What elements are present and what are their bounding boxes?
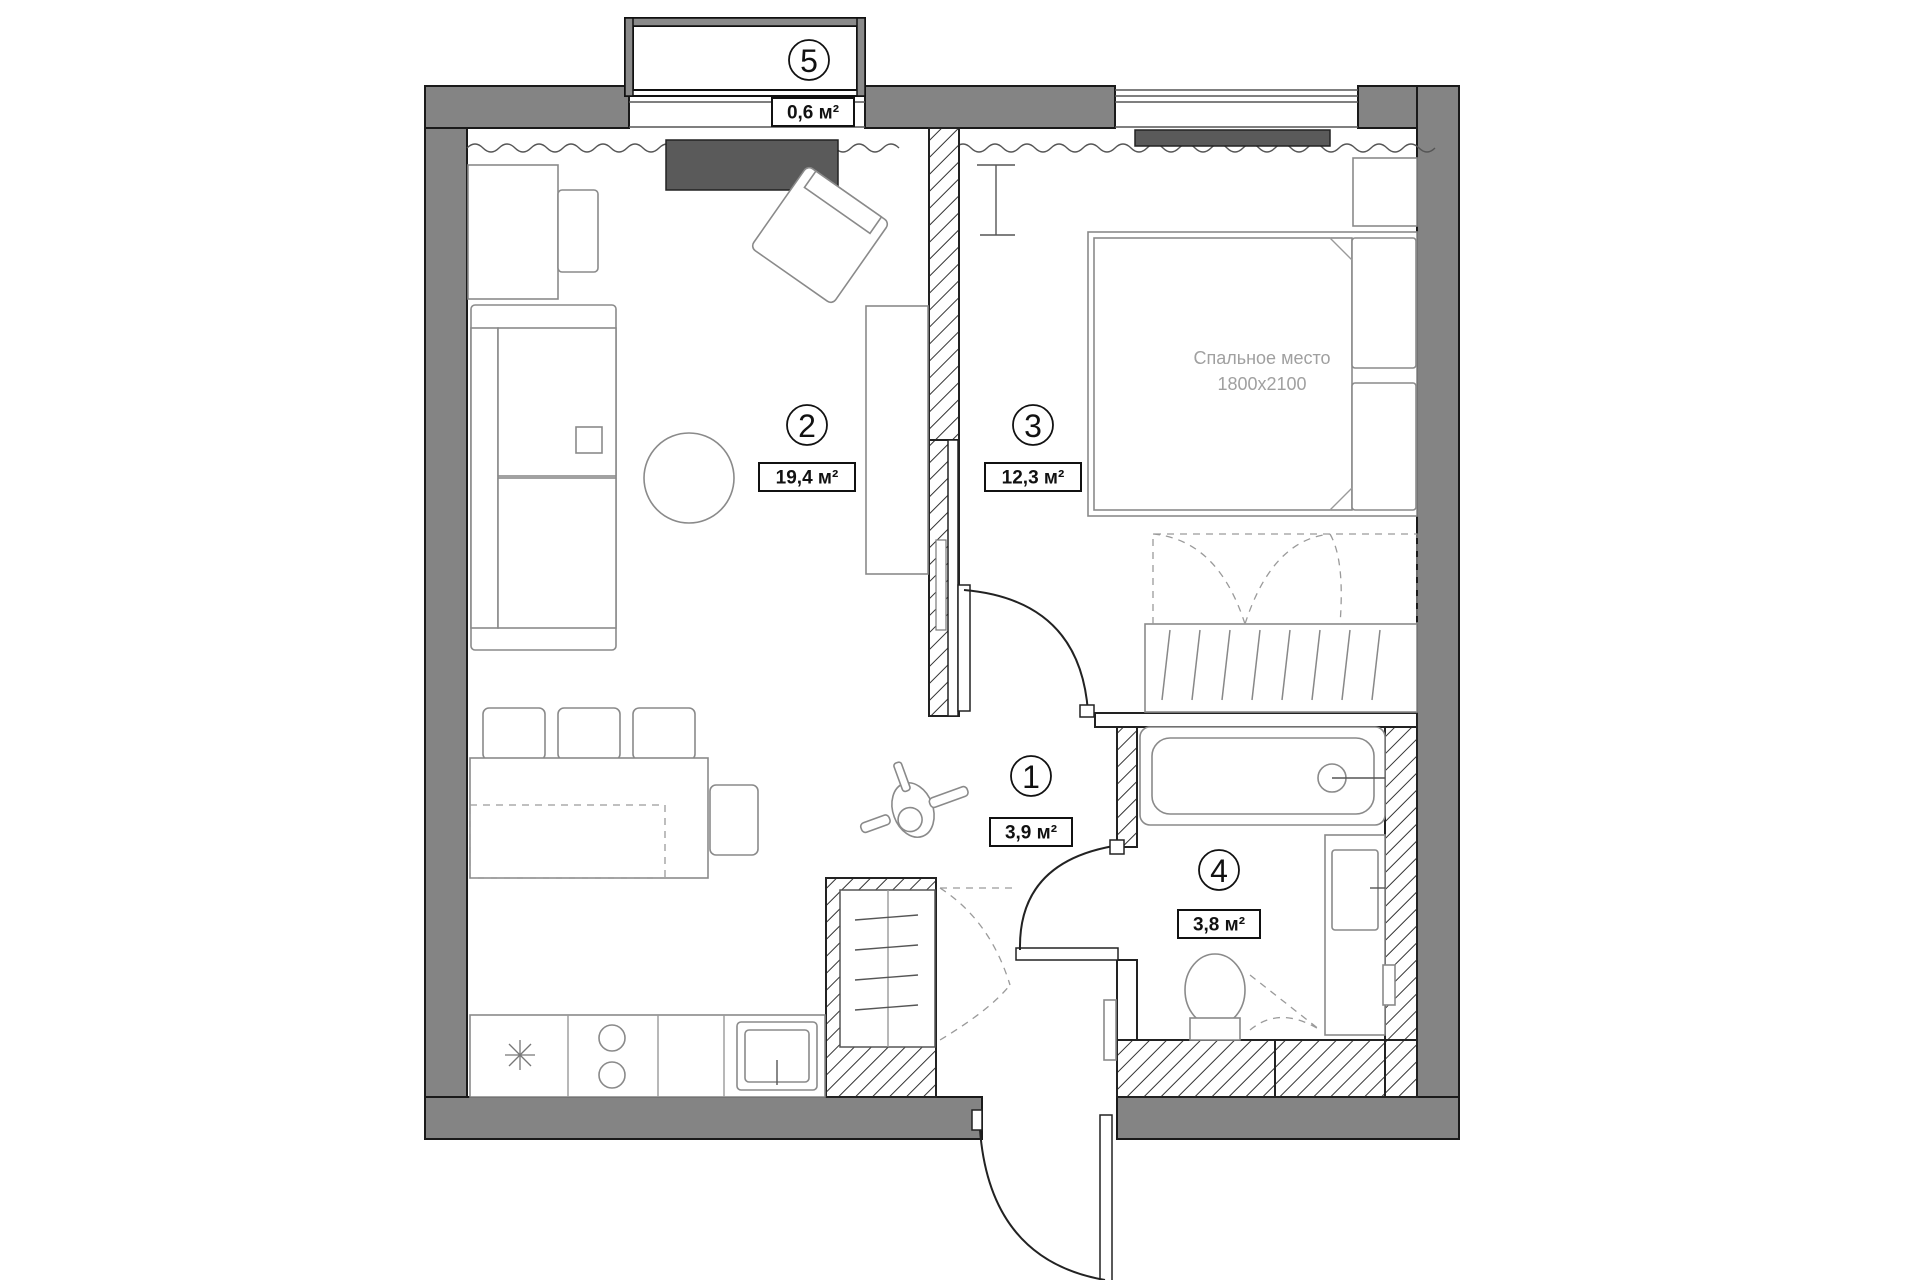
shower-dash [1249,974,1321,1031]
curtain-line [954,143,1436,153]
heated-towel-rail [1382,964,1396,1006]
svg-text:3,9 м²: 3,9 м² [1005,823,1057,844]
dining-table [469,757,709,879]
svg-text:3: 3 [1024,408,1042,444]
nightstand [1352,157,1418,227]
hall-wardrobe-frame [825,877,1015,1098]
toilet [1184,953,1246,1041]
room-label-3: 3 12,3 м² [984,404,1082,492]
radiator-bedroom [1134,129,1331,147]
entry-door[interactable] [971,1109,1113,1280]
desk [467,164,599,300]
svg-text:19,4 м²: 19,4 м² [776,468,839,489]
svg-text:4: 4 [1210,853,1228,889]
bathtub [1139,726,1386,826]
outer-walls [424,85,1460,1140]
sofa [470,304,617,651]
coffee-table [643,432,735,524]
svg-text:12,3 м²: 12,3 м² [1002,468,1065,489]
room-label-1: 1 3,9 м² [989,755,1073,847]
room-label-5: 5 0,6 м² [771,39,855,127]
floor-lamp [977,164,1015,236]
svg-text:0,6 м²: 0,6 м² [787,103,839,124]
tv-stand [865,305,929,575]
svg-text:1: 1 [1022,759,1040,795]
kitchen-counter [469,1014,826,1098]
sink [1324,834,1386,1036]
room-label-2: 2 19,4 м² [758,404,856,492]
person-icon [859,761,969,838]
dining-chairs [482,707,759,856]
window-bedroom [1115,89,1358,128]
partition-wall [928,127,960,717]
bedroom-door[interactable] [957,584,1095,718]
svg-text:2: 2 [798,408,816,444]
svg-text:Спальное место: Спальное место [1193,348,1330,368]
bed-label: Спальное место 1800x2100 [1193,348,1330,394]
bathroom-walls [1094,712,1418,1098]
room-label-4: 4 3,8 м² [1177,849,1261,939]
bedroom-wardrobe [1144,533,1418,713]
bed [1087,231,1418,517]
bathroom-door[interactable] [1015,839,1125,961]
svg-text:3,8 м²: 3,8 м² [1193,915,1245,936]
armchair [751,166,889,304]
svg-text:5: 5 [800,43,818,79]
svg-text:1800x2100: 1800x2100 [1217,374,1306,394]
bathroom-door-leaf [1103,999,1117,1061]
